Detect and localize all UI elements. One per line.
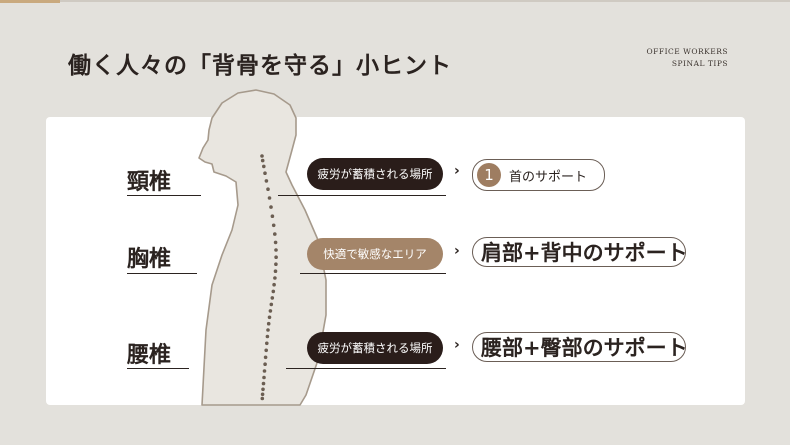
spine-dot (266, 328, 270, 332)
spine-dot (263, 362, 267, 367)
spine-dot (261, 381, 266, 386)
spine-dot (273, 240, 278, 245)
region-underline-thoracic (127, 273, 197, 274)
spine-dot (260, 158, 265, 163)
spine-dot (265, 341, 269, 346)
spine-dot (262, 369, 267, 373)
spine-dot (261, 387, 265, 392)
spine-dot (265, 334, 270, 339)
spine-dot (267, 315, 272, 320)
subtitle-line-1: OFFICE WORKERS (646, 47, 728, 56)
region-label-cervical: 頸椎 (127, 170, 172, 195)
spine-dot (260, 154, 264, 158)
spine-dot (269, 205, 273, 209)
support-cervical: 1 首のサポート (472, 159, 605, 191)
spine-dot (262, 164, 266, 169)
spine-dot (264, 179, 269, 183)
spine-dot (274, 262, 278, 267)
spine-dot (271, 289, 276, 294)
badge-cervical: 疲労が蓄積される場所 (307, 158, 443, 190)
top-border (0, 0, 790, 2)
spine-dot (262, 375, 266, 380)
spine-dot (271, 223, 276, 228)
support-thoracic: 肩部+背中のサポート (472, 237, 688, 267)
spine-dot (274, 248, 278, 252)
body-outline (198, 89, 327, 406)
chevron-right-icon: › (454, 243, 460, 259)
number-badge: 1 (477, 163, 501, 187)
badge-thoracic: 快適で敏感なエリア (307, 238, 443, 270)
spine-dot (270, 296, 275, 300)
page-title: 働く人々の「背骨を守る」小ヒント (68, 53, 452, 79)
badge-underline-thoracic (300, 273, 446, 274)
spine-dot (260, 396, 265, 401)
region-underline-cervical (127, 195, 201, 196)
spine-dot (270, 214, 275, 218)
support-label-thoracic: 肩部+背中のサポート (481, 241, 688, 265)
support-label-cervical: 首のサポート (509, 169, 588, 185)
spine-dot (274, 255, 278, 259)
page-subtitle: OFFICE WORKERS SPINAL TIPS (647, 46, 728, 70)
spine-dot (266, 321, 271, 326)
region-label-thoracic: 胸椎 (127, 247, 172, 272)
spine-dot (269, 302, 274, 307)
top-accent-bar (0, 0, 60, 3)
spine-dots (260, 154, 278, 401)
spine-dot (260, 392, 265, 397)
spine-dot (268, 309, 273, 313)
badge-underline-cervical (278, 195, 446, 196)
region-label-lumbar: 腰椎 (127, 343, 172, 368)
badge-lumbar: 疲労が蓄積される場所 (307, 332, 443, 364)
spine-dot (273, 276, 277, 280)
spine-dot (263, 355, 268, 360)
spine-dot (273, 269, 278, 274)
chevron-right-icon: › (454, 163, 460, 179)
spine-dot (263, 171, 267, 175)
spine-dot (272, 282, 276, 287)
spine-dot (267, 196, 272, 200)
support-lumbar: 腰部+臀部のサポート (472, 332, 688, 362)
region-underline-lumbar (127, 368, 189, 369)
spine-dot (264, 348, 269, 353)
spine-dot (273, 232, 277, 236)
subtitle-line-2: SPINAL TIPS (671, 59, 728, 68)
spine-dot (266, 187, 270, 191)
support-label-lumbar: 腰部+臀部のサポート (481, 336, 688, 360)
chevron-right-icon: › (454, 337, 460, 353)
badge-underline-lumbar (286, 368, 446, 369)
